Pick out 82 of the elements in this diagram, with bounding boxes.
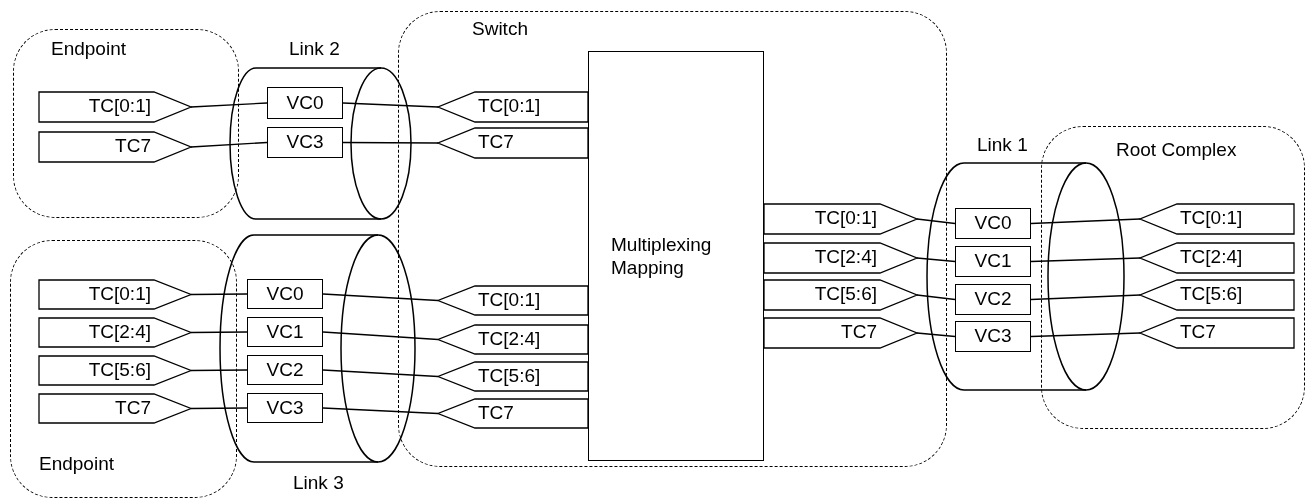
connector-line [342,102,439,108]
traffic-class-tag [764,243,917,273]
connector-line [322,407,439,415]
tag-label: TC[0:1] [88,94,151,118]
link-label: Link 1 [977,134,1028,156]
traffic-class-tag [1140,204,1294,234]
connector-line [190,102,268,108]
tag-label: TC[0:1] [1180,206,1243,230]
connector-line [322,331,439,341]
traffic-class-tag [438,325,588,354]
tag-label: TC[2:4] [1180,245,1243,269]
dashed-region [398,11,947,467]
connector-line [190,369,248,372]
traffic-class-tag [438,286,588,315]
connector-line [1030,332,1141,338]
tag-label: TC[2:4] [814,245,877,269]
link-label: Link 2 [289,38,340,60]
region-title: Root Complex [1116,139,1237,161]
virtual-channel-box: VC0 [267,87,343,119]
traffic-class-tag [39,92,191,122]
tag-label: TC[5:6] [88,358,151,382]
connector-line [322,369,439,378]
tag-label: TC7 [115,396,151,420]
traffic-class-tag [39,318,191,347]
tag-label: TC[5:6] [478,364,541,388]
traffic-class-tag [764,318,917,348]
virtual-channel-box: VC3 [955,321,1031,352]
virtual-channel-box: VC3 [247,393,323,423]
tag-label: TC7 [115,134,151,158]
connector-line [342,141,439,144]
tag-label: TC[0:1] [88,282,151,306]
traffic-class-tag [764,204,917,234]
traffic-class-tag [438,128,588,158]
tag-label: TC7 [478,130,514,154]
tag-label: TC7 [841,320,877,344]
connector-line [916,294,956,301]
virtual-channel-box: VC1 [247,317,323,347]
traffic-class-tag [39,356,191,385]
dashed-region [1041,126,1305,429]
tag-label: TC[0:1] [478,288,541,312]
traffic-class-tag [1140,280,1294,310]
connector-line [1030,257,1141,263]
traffic-class-tag [438,362,588,391]
dashed-region [10,240,237,498]
virtual-channel-box: VC1 [955,246,1031,277]
traffic-class-tag [39,280,191,309]
tag-label: TC[0:1] [814,206,877,230]
traffic-class-tag [39,394,191,423]
connector-line [190,407,248,410]
tag-label: TC[2:4] [88,320,151,344]
traffic-class-tag [1140,243,1294,273]
connector-line [916,218,956,225]
link-label: Link 3 [293,472,344,494]
traffic-class-tag [764,280,917,310]
tag-label: TC[5:6] [814,282,877,306]
region-title: Switch [472,18,528,40]
traffic-class-tag [39,132,191,162]
connector-line [916,257,956,263]
connector-line [190,331,248,334]
virtual-channel-box: VC0 [955,208,1031,239]
tag-label: TC7 [478,401,514,425]
virtual-channel-box: VC2 [955,284,1031,315]
connector-line [1030,294,1141,301]
virtual-channel-box: VC0 [247,279,323,309]
traffic-class-tag [438,399,588,428]
tag-label: TC[2:4] [478,327,541,351]
traffic-class-tag [1140,318,1294,348]
region-title: Endpoint [39,453,114,475]
virtual-channel-box: VC3 [267,127,343,158]
tag-label: TC[5:6] [1180,282,1243,306]
connector-line [1030,218,1141,225]
region-title: Endpoint [51,38,126,60]
dashed-region [13,29,239,218]
connector-line [322,293,439,302]
tag-label: TC[0:1] [478,94,541,118]
tag-label: TC7 [1180,320,1216,344]
connector-line [190,293,248,296]
connector-line [190,141,268,148]
connector-line [916,332,956,338]
traffic-class-tag [438,92,588,122]
virtual-channel-box: VC2 [247,355,323,385]
mapping-box: Multiplexing Mapping [588,51,764,461]
